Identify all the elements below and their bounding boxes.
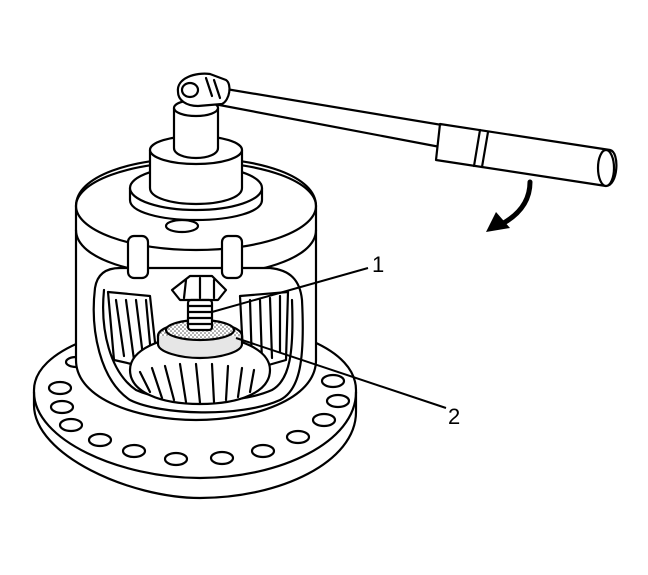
callout-label-1: 1	[372, 252, 384, 277]
upper-pinion	[170, 274, 228, 302]
rotation-arrow-icon	[486, 179, 533, 232]
case-top-hub	[128, 98, 264, 222]
leader-line-1	[211, 267, 369, 313]
leader-line-2	[235, 337, 447, 409]
component-1-threaded-stud	[186, 298, 214, 332]
callout-label-2: 2	[448, 404, 460, 429]
pinion-gear	[128, 334, 272, 406]
ratchet-wrench	[176, 72, 618, 188]
